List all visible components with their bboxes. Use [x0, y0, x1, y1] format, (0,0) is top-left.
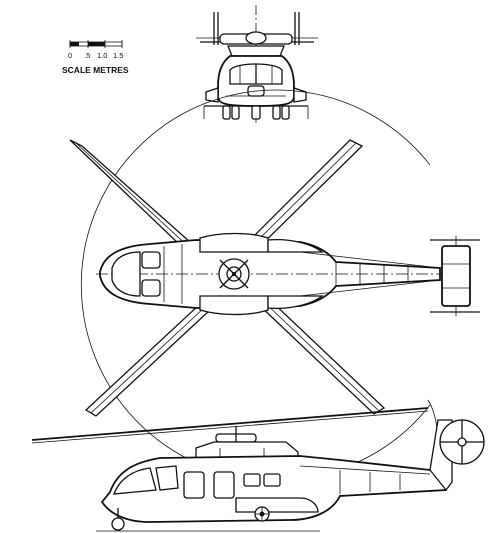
side-door	[213, 471, 235, 499]
side-cockpit-window	[113, 467, 157, 495]
side-tail-rotor	[439, 419, 485, 465]
scale-tick-0-5: .5	[84, 51, 90, 60]
side-view	[31, 399, 485, 532]
scale-bar-segment	[70, 42, 79, 46]
side-undercarriage	[111, 506, 270, 531]
front-view	[196, 5, 318, 125]
scale-bar: 0 .5 1.0 1.5 SCALE METRES	[62, 40, 129, 75]
scale-tick-1-5: 1.5	[113, 51, 123, 60]
plan-rotor-hub	[218, 258, 250, 290]
plan-tail-rotor	[430, 236, 480, 316]
scale-tick-0: 0	[68, 51, 72, 60]
side-sponson	[235, 497, 319, 513]
scale-bar-segment	[88, 42, 105, 46]
plan-cockpit	[111, 251, 141, 297]
side-door	[183, 471, 205, 499]
plan-view	[69, 89, 480, 481]
scale-title: SCALE METRES	[62, 65, 129, 75]
scale-tick-1-0: 1.0	[97, 51, 107, 60]
side-rotor-blade	[31, 407, 429, 441]
